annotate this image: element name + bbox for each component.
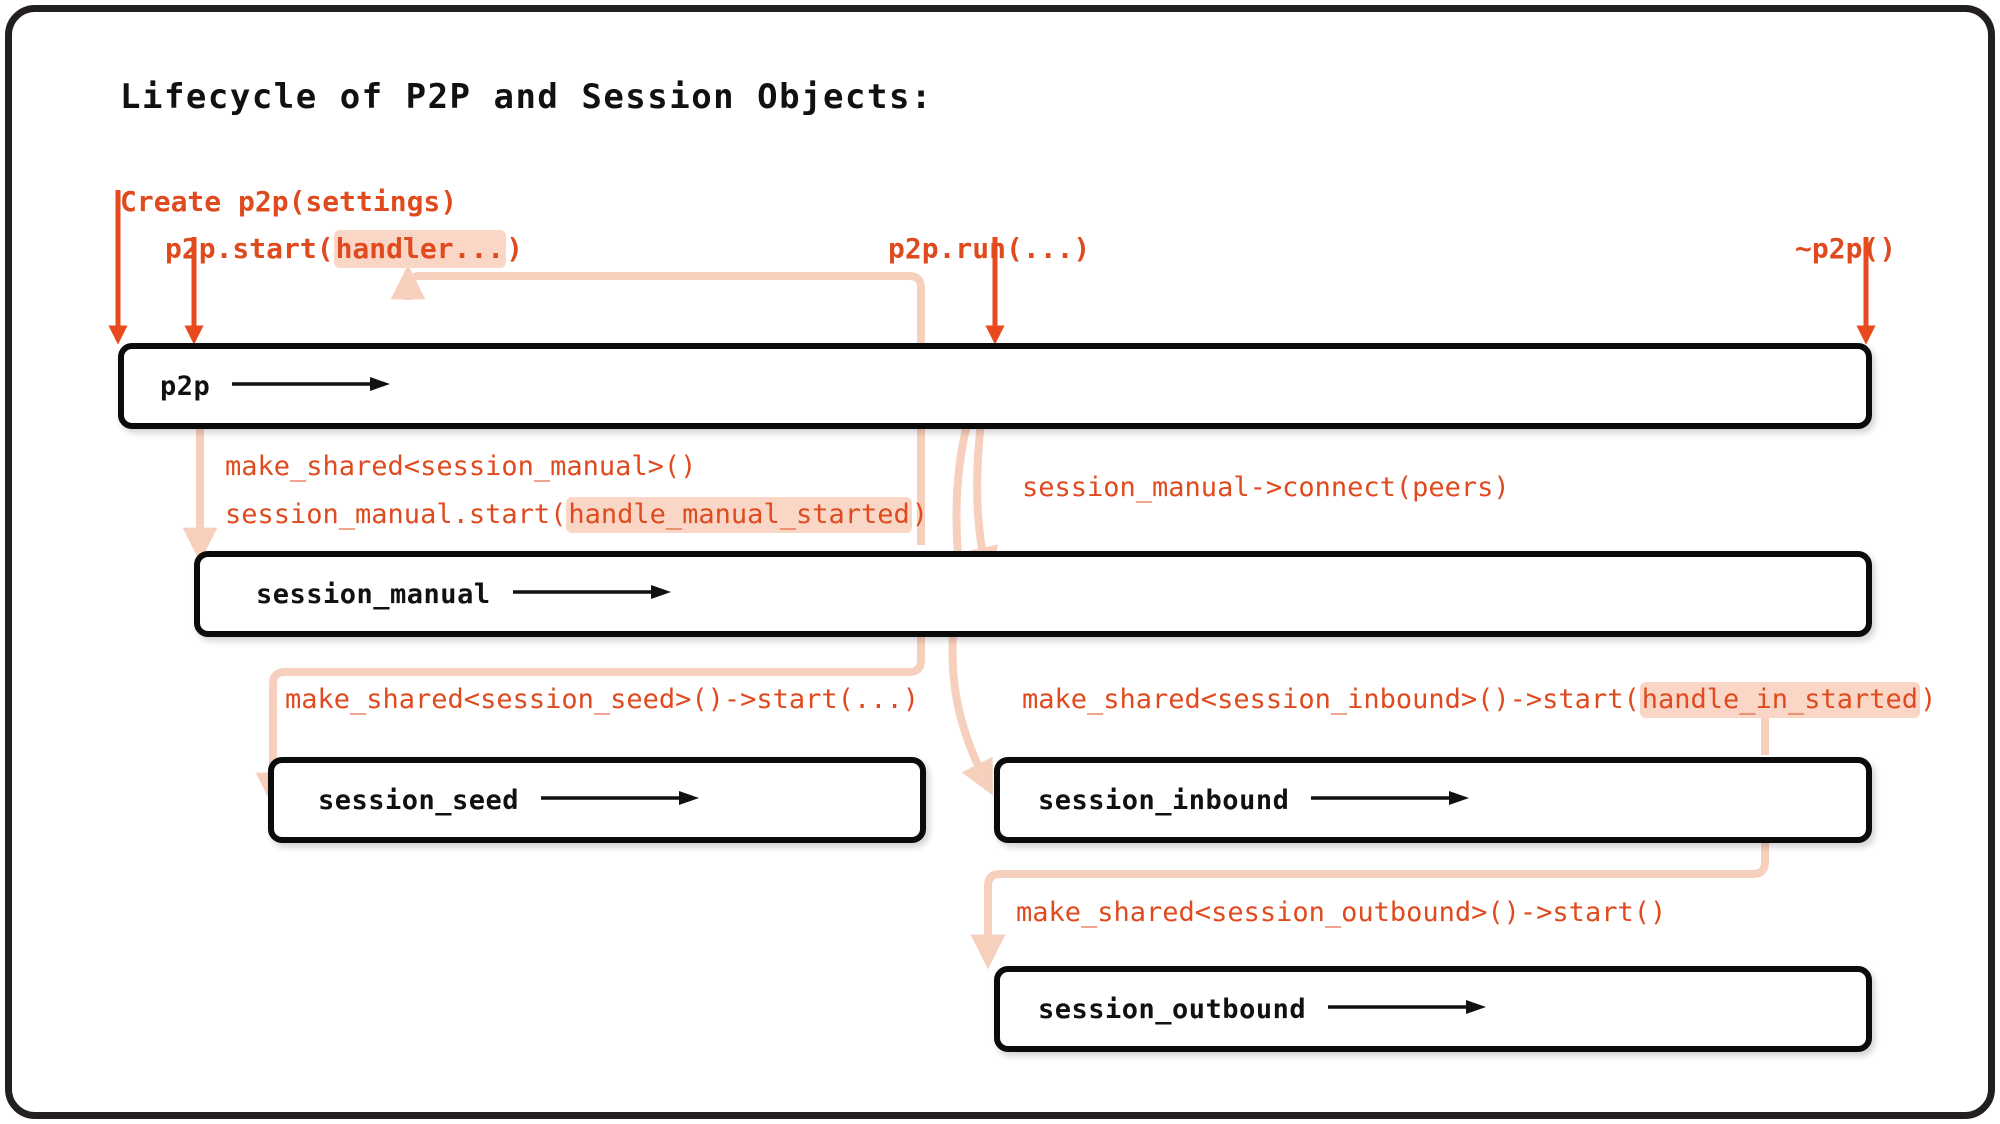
transition-suffix-make-session-inbound: ) [1920, 684, 1937, 715]
object-inner-session-manual: session_manual [256, 579, 673, 610]
object-label-session-outbound: session_outbound [1038, 993, 1307, 1025]
object-label-session-seed: session_seed [318, 784, 520, 816]
lifeline-arrow-session-outbound [1328, 997, 1488, 1021]
transition-text-make-session-outbound: make_shared<session_outbound>()->start() [1016, 897, 1667, 928]
lifeline-arrow-session-seed [541, 788, 701, 812]
entry-label-p2p-start-suffix: ) [506, 232, 524, 265]
object-box-session-seed[interactable]: session_seed [268, 757, 926, 843]
entry-label-create-p2p: Create p2p(settings) [120, 185, 458, 218]
entry-label-p2p-start-prefix: p2p.start( [165, 232, 334, 265]
transition-text-make-session-seed: make_shared<session_seed>()->start(...) [285, 684, 919, 715]
transition-label-session-manual-connect: session_manual->connect(peers) [1022, 474, 1510, 501]
object-inner-session-inbound: session_inbound [1038, 785, 1471, 816]
page-title: Lifecycle of P2P and Session Objects: [120, 77, 933, 117]
object-label-session-manual: session_manual [256, 578, 491, 610]
transition-label-make-session-manual: make_shared<session_manual>() [225, 453, 696, 480]
object-label-p2p: p2p [160, 370, 211, 402]
lifeline-arrow-session-manual [512, 582, 673, 606]
object-box-session-outbound[interactable]: session_outbound [994, 966, 1872, 1052]
transition-prefix-make-session-inbound: make_shared<session_inbound>()->start( [1022, 684, 1640, 715]
entry-label-p2p-start: p2p.start(handler...) [165, 230, 524, 268]
transition-label-make-session-inbound: make_shared<session_inbound>()->start(ha… [1022, 682, 1937, 718]
transition-handler-make-session-inbound: handle_in_started [1639, 682, 1921, 718]
transition-label-session-manual-start: session_manual.start(handle_manual_start… [225, 497, 929, 533]
object-box-p2p[interactable]: p2p [118, 343, 1872, 429]
entry-label-p2p-destroy: ~p2p() [1795, 232, 1897, 265]
transition-suffix-session-manual-start: ) [911, 499, 929, 530]
transition-label-make-session-seed: make_shared<session_seed>()->start(...) [285, 686, 919, 713]
transition-handler-session-manual-start: handle_manual_started [566, 497, 912, 533]
object-inner-p2p: p2p [160, 371, 392, 402]
object-inner-session-outbound: session_outbound [1038, 994, 1488, 1025]
object-box-session-inbound[interactable]: session_inbound [994, 757, 1872, 843]
transition-label-make-session-outbound: make_shared<session_outbound>()->start() [1016, 899, 1666, 926]
object-label-session-inbound: session_inbound [1038, 784, 1290, 816]
lifeline-arrow-session-inbound [1311, 788, 1471, 812]
transition-text-session-manual-connect: session_manual->connect(peers) [1022, 472, 1510, 503]
transition-text-make-session-manual: make_shared<session_manual>() [225, 451, 697, 482]
object-box-session-manual[interactable]: session_manual [194, 551, 1872, 637]
object-inner-session-seed: session_seed [318, 785, 701, 816]
lifeline-arrow-p2p [232, 374, 392, 398]
entry-label-p2p-run: p2p.run(...) [888, 232, 1091, 265]
entry-label-p2p-start-handler: handler... [333, 230, 507, 268]
transition-prefix-session-manual-start: session_manual.start( [225, 499, 567, 530]
